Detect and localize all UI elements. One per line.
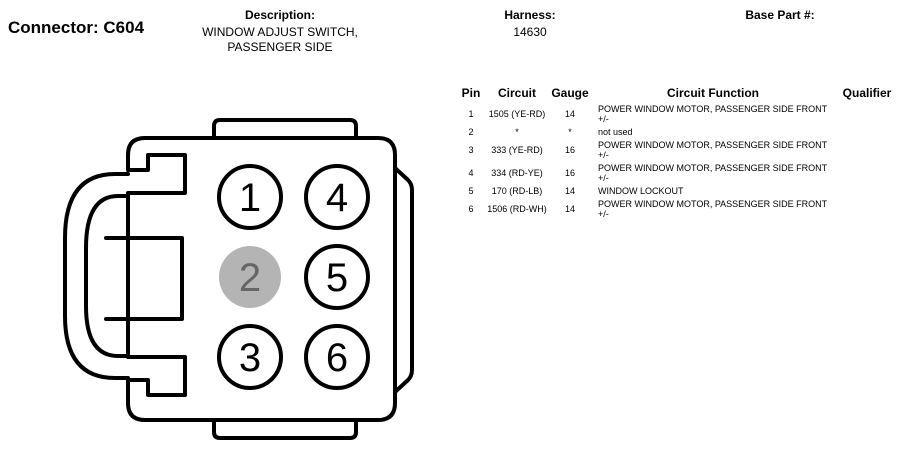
cell-pin: 6 [468, 204, 474, 214]
header-qualifier: Qualifier [842, 86, 892, 100]
pin-cavity-3 [217, 324, 283, 390]
pin-number-2: 2 [239, 256, 261, 300]
cell-function: WINDOW LOCKOUT [598, 186, 684, 196]
cell-function: POWER WINDOW MOTOR, PASSENGER SIDE FRONT… [598, 199, 828, 219]
description-line-1: WINDOW ADJUST SWITCH, [202, 25, 358, 39]
cell-qualifier [828, 103, 906, 126]
cell-qualifier [828, 139, 906, 162]
description-label: Description: [244, 8, 315, 22]
harness-value: 14630 [513, 25, 547, 39]
cell-pin: 5 [468, 186, 474, 196]
cell-pin: 1 [468, 109, 474, 119]
cell-function: POWER WINDOW MOTOR, PASSENGER SIDE FRONT… [598, 104, 828, 124]
pin-cavity-6 [304, 324, 370, 390]
table-row: 2 * * not used [456, 126, 906, 139]
right-side-rib [393, 166, 414, 394]
cell-gauge: 14 [564, 109, 575, 119]
harness-block: Harness: 14630 [480, 8, 580, 40]
pin-number-5: 5 [326, 256, 348, 300]
top-latch-tab [212, 118, 358, 140]
cell-qualifier [828, 185, 906, 198]
cell-gauge: 14 [564, 204, 575, 214]
table-row: 3 333 (YE-RD) 16 POWER WINDOW MOTOR, PAS… [456, 139, 906, 162]
pin-cavities: 1 2 3 4 5 6 [217, 164, 370, 390]
pin-cavity-2 [219, 246, 281, 308]
pin-table: Pin Circuit Gauge Circuit Function Quali… [456, 86, 906, 221]
cell-function: POWER WINDOW MOTOR, PASSENGER SIDE FRONT… [598, 163, 828, 183]
harness-label: Harness: [504, 8, 556, 22]
pin-cavity-5 [304, 244, 370, 310]
left-latch-inner [84, 194, 130, 358]
pin-table-header-row: Pin Circuit Gauge Circuit Function Quali… [456, 86, 906, 103]
cell-gauge: 16 [564, 145, 575, 155]
cell-gauge: 14 [564, 186, 575, 196]
header-circuit-function: Circuit Function [667, 86, 759, 100]
pin-number-3: 3 [239, 336, 261, 380]
connector-title: Connector: C604 [8, 18, 145, 37]
table-row: 1 1505 (YE-RD) 14 POWER WINDOW MOTOR, PA… [456, 103, 906, 126]
cell-circuit: 1505 (YE-RD) [488, 109, 546, 119]
connector-body [126, 136, 397, 422]
table-row: 6 1506 (RD-WH) 14 POWER WINDOW MOTOR, PA… [456, 198, 906, 221]
pin-number-4: 4 [326, 176, 348, 220]
cell-qualifier [828, 162, 906, 185]
cell-function: not used [598, 127, 633, 137]
cell-qualifier [828, 126, 906, 139]
cell-pin: 2 [468, 127, 474, 137]
description-line-2: PASSENGER SIDE [227, 40, 333, 54]
cell-gauge: * [568, 127, 572, 137]
table-row: 4 334 (RD-YE) 16 POWER WINDOW MOTOR, PAS… [456, 162, 906, 185]
left-latch-box [104, 236, 184, 321]
cell-circuit: 1506 (RD-WH) [487, 204, 547, 214]
pin-cavity-4 [304, 164, 370, 230]
connector-face-diagram: 1 2 3 4 5 6 [63, 118, 414, 440]
left-latch-outer [63, 172, 130, 380]
cell-circuit: 334 (RD-YE) [491, 168, 543, 178]
cell-pin: 4 [468, 168, 474, 178]
base-part-label: Base Part #: [745, 8, 815, 22]
base-part-block: Base Part #: [720, 8, 840, 25]
cell-circuit: 170 (RD-LB) [491, 186, 543, 196]
cell-gauge: 16 [564, 168, 575, 178]
header-pin: Pin [461, 86, 481, 100]
description-block: Description: WINDOW ADJUST SWITCH, PASSE… [176, 8, 384, 55]
cell-qualifier [828, 198, 906, 221]
cell-circuit: 333 (YE-RD) [491, 145, 543, 155]
connector-housing [63, 118, 414, 440]
cell-pin: 3 [468, 145, 474, 155]
cell-function: POWER WINDOW MOTOR, PASSENGER SIDE FRONT… [598, 140, 828, 160]
pin-cavity-1 [217, 164, 283, 230]
header-gauge: Gauge [551, 86, 589, 100]
cell-circuit: * [515, 127, 519, 137]
pin-number-6: 6 [326, 336, 348, 380]
pin-number-1: 1 [239, 176, 261, 220]
table-row: 5 170 (RD-LB) 14 WINDOW LOCKOUT [456, 185, 906, 198]
header-circuit: Circuit [497, 86, 536, 100]
bottom-latch-tab [212, 418, 358, 440]
